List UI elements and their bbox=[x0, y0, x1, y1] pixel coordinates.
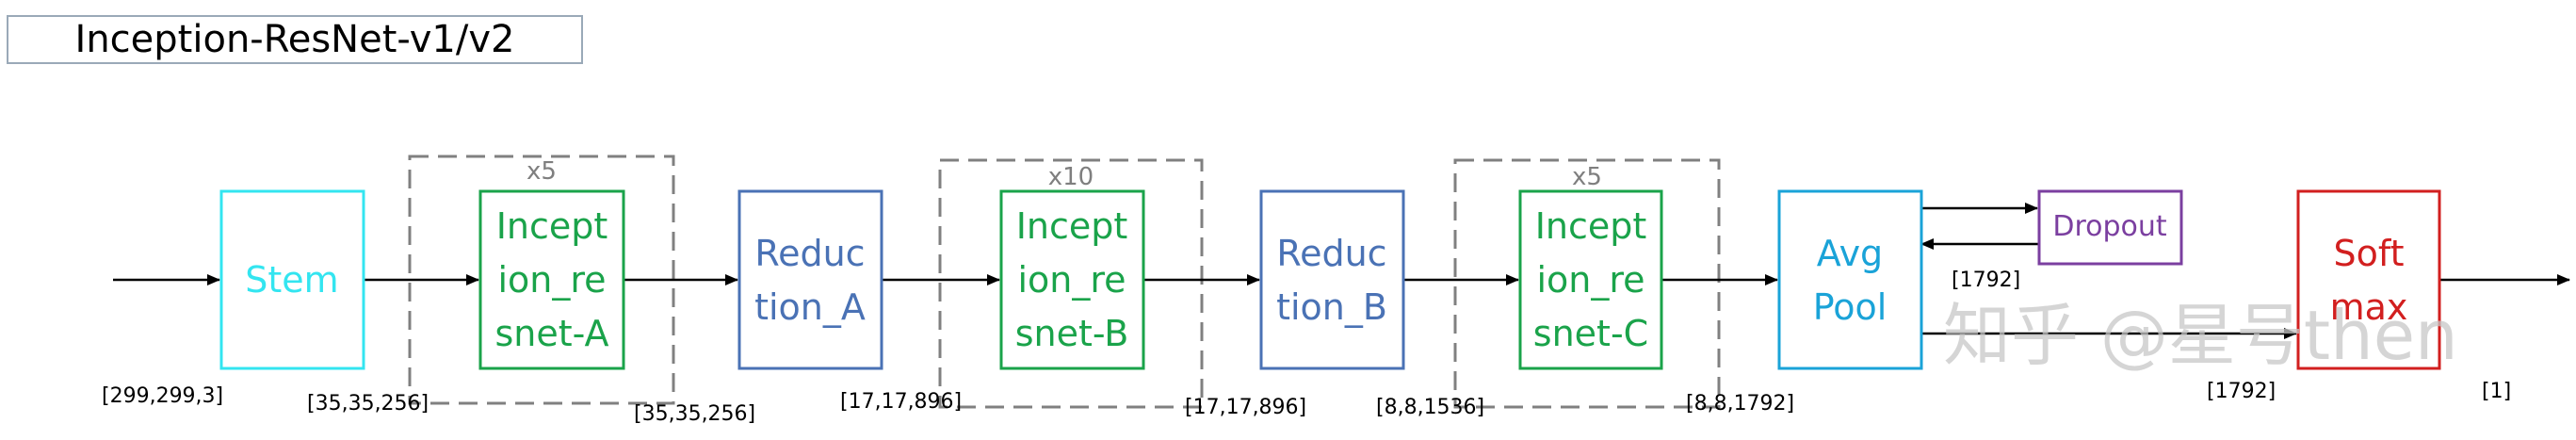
inc-a-label-0: Incept bbox=[496, 205, 608, 247]
shape-stem-out: [35,35,256] bbox=[307, 392, 429, 416]
softmax-label-1: max bbox=[2330, 286, 2408, 328]
red-b-label-1: tion_B bbox=[1276, 286, 1387, 328]
shape-inc-b-out: [17,17,896] bbox=[1185, 396, 1306, 419]
inc-b-label-0: Incept bbox=[1016, 205, 1128, 247]
inc-c-label-0: Incept bbox=[1535, 205, 1647, 247]
dropout-block: Dropout bbox=[2037, 189, 2183, 266]
avgpool-label-0: Avg bbox=[1817, 233, 1883, 274]
shape-inc-a-out: [35,35,256] bbox=[634, 402, 755, 426]
inception-resnet-c-block: Incept ion_re snet-C bbox=[1518, 189, 1663, 370]
red-a-label-1: tion_A bbox=[754, 286, 866, 328]
inc-b-label-2: snet-B bbox=[1015, 313, 1129, 354]
shape-avgpool-out: [1792] bbox=[2207, 380, 2276, 403]
shape-red-b-out: [8,8,1536] bbox=[1376, 396, 1484, 419]
softmax-block: Soft max bbox=[2296, 189, 2441, 370]
avgpool-label-1: Pool bbox=[1813, 286, 1887, 328]
shape-red-a-out: [17,17,896] bbox=[840, 390, 962, 414]
shape-inc-c-out: [8,8,1792] bbox=[1686, 392, 1794, 416]
watermark: 知乎 @星号then bbox=[1943, 296, 2458, 375]
red-a-label-0: Reduc bbox=[754, 233, 865, 274]
inc-c-label-2: snet-C bbox=[1533, 313, 1648, 354]
shape-output: [1] bbox=[2482, 380, 2511, 403]
dropout-label-0: Dropout bbox=[2052, 210, 2167, 243]
reduction-a-block: Reduc tion_A bbox=[737, 189, 883, 370]
shape-dropout: [1792] bbox=[1952, 269, 2020, 292]
shape-input: [299,299,3] bbox=[102, 384, 223, 408]
reduction-b-block: Reduc tion_B bbox=[1259, 189, 1405, 370]
red-b-label-0: Reduc bbox=[1276, 233, 1386, 274]
diagram-title: Inception-ResNet-v1/v2 bbox=[7, 15, 583, 64]
inception-resnet-a-block: Incept ion_re snet-A bbox=[478, 189, 625, 370]
softmax-label-0: Soft bbox=[2334, 233, 2405, 274]
inc-b-label-1: ion_re bbox=[1017, 259, 1126, 301]
repeat-group-a bbox=[408, 155, 675, 405]
repeat-group-c bbox=[1453, 158, 1721, 409]
inc-c-label-1: ion_re bbox=[1536, 259, 1644, 301]
repeat-label-c: x5 bbox=[1572, 163, 1602, 191]
inc-a-label-2: snet-A bbox=[494, 313, 608, 354]
stem-label-0: Stem bbox=[245, 259, 338, 301]
inc-a-label-1: ion_re bbox=[497, 259, 606, 301]
inception-resnet-b-block: Incept ion_re snet-B bbox=[999, 189, 1145, 370]
repeat-label-b: x10 bbox=[1048, 163, 1094, 191]
stem-block: Stem bbox=[219, 189, 365, 370]
repeat-group-b bbox=[938, 158, 1204, 409]
repeat-label-a: x5 bbox=[527, 157, 557, 186]
avgpool-block: Avg Pool bbox=[1777, 189, 1923, 370]
